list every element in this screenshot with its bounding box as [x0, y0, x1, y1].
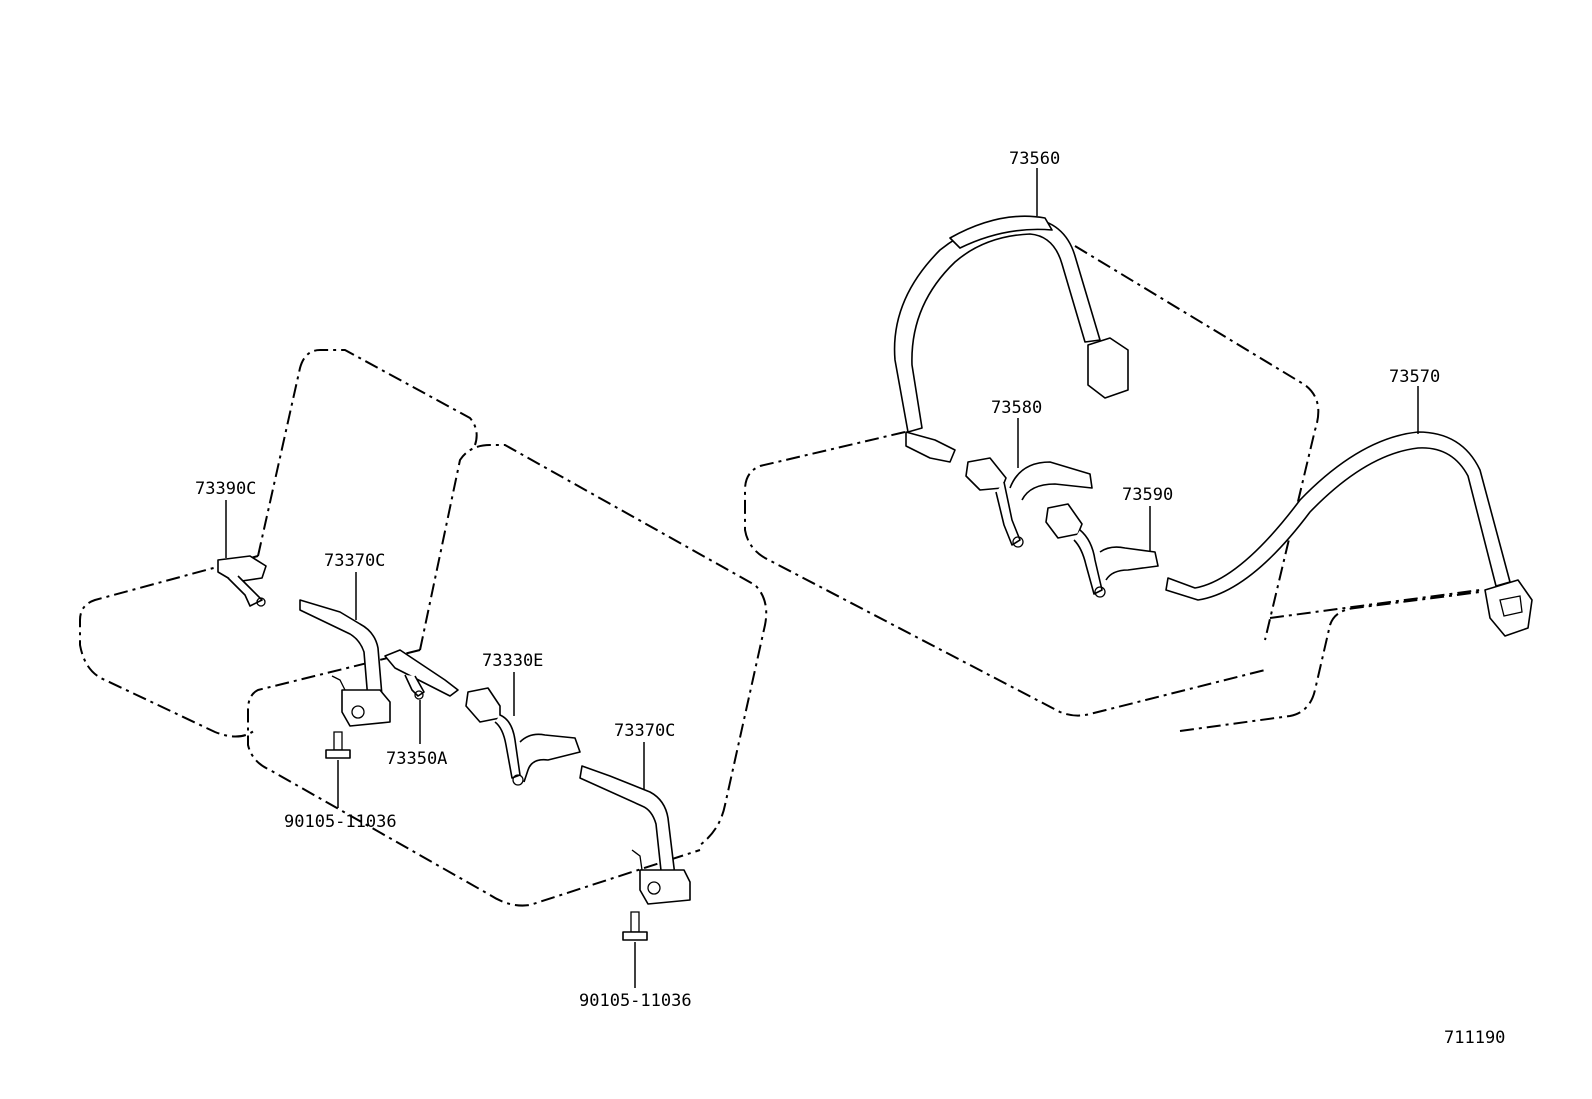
- part-73580-buckle: [965, 457, 1093, 548]
- label-73330e: 73330E: [482, 651, 543, 671]
- part-73330e-buckle: [465, 687, 581, 786]
- diagram-id: 711190: [1444, 1028, 1505, 1048]
- part-73590-buckle: [1045, 503, 1159, 598]
- bolt-90105-11036-left: [325, 731, 351, 759]
- label-73390c: 73390C: [195, 479, 256, 499]
- bolt-90105-11036-right: [622, 911, 648, 941]
- part-73370c-right-belt: [579, 765, 691, 905]
- part-73390c-belt-anchor: [217, 555, 267, 607]
- label-73370c-right: 73370C: [614, 721, 675, 741]
- label-73560: 73560: [1009, 149, 1060, 169]
- label-90105-11036-left: 90105-11036: [284, 812, 397, 832]
- leader-lines-right: [1017, 168, 1419, 552]
- label-73370c-left: 73370C: [324, 551, 385, 571]
- label-73570: 73570: [1389, 367, 1440, 387]
- left-rear-seat-outline: [79, 349, 768, 907]
- right-rear-seat-outline: [744, 245, 1481, 732]
- label-73350a: 73350A: [386, 749, 447, 769]
- label-90105-11036-right: 90105-11036: [579, 991, 692, 1011]
- part-73350a-center-belt: [384, 649, 459, 700]
- part-73370c-left-belt: [299, 599, 391, 727]
- label-73590: 73590: [1122, 485, 1173, 505]
- part-73560-shoulder-belt: [893, 215, 1129, 463]
- label-73580: 73580: [991, 398, 1042, 418]
- leader-lines-left: [225, 500, 645, 988]
- part-73570-belt-retractor: [1165, 431, 1533, 637]
